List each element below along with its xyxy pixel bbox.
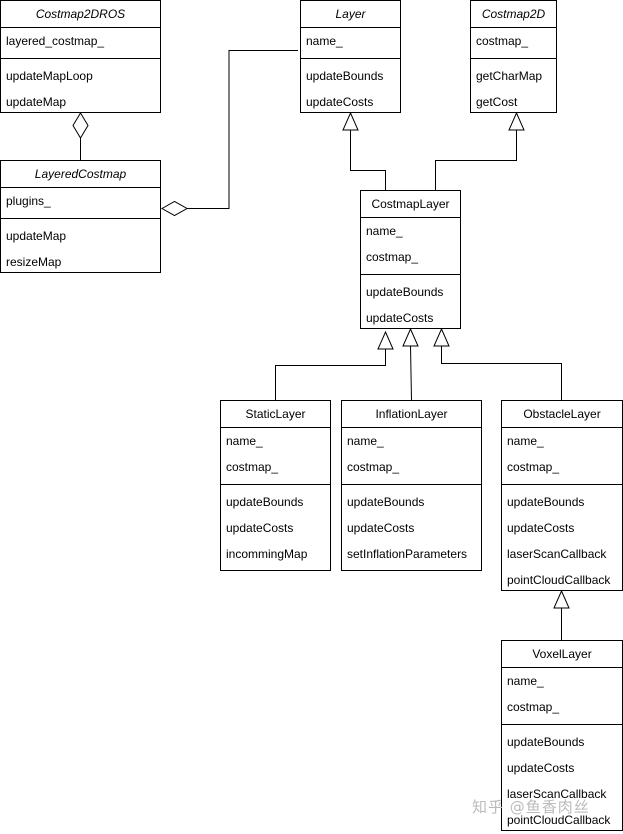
attribute: costmap_ xyxy=(347,460,400,474)
class-obstaclelayer: ObstacleLayer name_ costmap_ updateBound… xyxy=(501,400,623,591)
operation: getCharMap xyxy=(476,69,543,83)
attribute: name_ xyxy=(366,224,403,238)
operation: pointCloudCallback xyxy=(507,813,611,827)
operations-section: updateBounds updateCosts laserScanCallba… xyxy=(502,485,622,593)
operation: updateCosts xyxy=(366,311,434,325)
inheritance-arrow-layer xyxy=(342,111,359,131)
operation: getCost xyxy=(476,95,518,109)
operations-section: updateBounds updateCosts laserScanCallba… xyxy=(502,725,622,833)
class-title: InflationLayer xyxy=(342,401,481,428)
attributes-section: costmap_ xyxy=(471,28,556,59)
operations-section: updateBounds updateCosts incommingMap xyxy=(221,485,330,567)
attribute: name_ xyxy=(226,434,263,448)
class-staticlayer: StaticLayer name_ costmap_ updateBounds … xyxy=(220,400,331,571)
attributes-section: plugins_ xyxy=(1,188,160,219)
aggregation-line-layered-layer xyxy=(187,50,298,209)
attributes-section: layered_costmap_ xyxy=(1,28,160,59)
aggregation-diamond-layered xyxy=(160,200,189,217)
attributes-section: name_ costmap_ xyxy=(342,428,481,485)
class-title: ObstacleLayer xyxy=(502,401,622,428)
attribute: costmap_ xyxy=(476,34,529,48)
operation: laserScanCallback xyxy=(507,787,607,801)
attribute: name_ xyxy=(306,34,343,48)
operation: updateBounds xyxy=(507,735,585,749)
operations-section: updateMapLoop updateMap xyxy=(1,59,160,115)
operation: updateBounds xyxy=(347,495,425,509)
attributes-section: name_ costmap_ xyxy=(502,428,622,485)
inheritance-line-costmaplayer-layer xyxy=(350,130,386,190)
attribute: costmap_ xyxy=(366,250,419,264)
inheritance-arrow-inflation xyxy=(402,327,419,347)
operation: updateMap xyxy=(6,229,67,243)
inheritance-arrow-voxel xyxy=(553,589,570,609)
operation: updateBounds xyxy=(306,69,384,83)
attribute: name_ xyxy=(347,434,384,448)
class-title: CostmapLayer xyxy=(361,191,460,218)
inheritance-arrow-obstacle xyxy=(433,327,450,347)
class-title: LayeredCostmap xyxy=(1,161,160,188)
attribute: costmap_ xyxy=(507,460,560,474)
operation: updateMap xyxy=(6,95,67,109)
attributes-section: name_ xyxy=(301,28,400,59)
inheritance-line-obstacle xyxy=(441,346,562,400)
class-title: StaticLayer xyxy=(221,401,330,428)
attribute: plugins_ xyxy=(6,194,51,208)
attribute: name_ xyxy=(507,674,544,688)
aggregation-diamond-ros xyxy=(72,112,89,139)
attribute: costmap_ xyxy=(226,460,279,474)
class-title: VoxelLayer xyxy=(502,641,622,668)
operation: resizeMap xyxy=(6,255,62,269)
operation: incommingMap xyxy=(226,547,308,561)
operation: updateBounds xyxy=(507,495,585,509)
operations-section: updateBounds updateCosts xyxy=(361,275,460,331)
operations-section: updateBounds updateCosts setInflationPar… xyxy=(342,485,481,567)
operation: updateCosts xyxy=(347,521,415,535)
inheritance-line-inflation xyxy=(410,345,412,401)
inheritance-line-costmaplayer-costmap2d xyxy=(435,130,517,190)
operations-section: updateMap resizeMap xyxy=(1,219,160,275)
class-title: Layer xyxy=(301,1,400,28)
class-costmap2d: Costmap2D costmap_ getCharMap getCost xyxy=(470,0,557,113)
operation: setInflationParameters xyxy=(347,547,468,561)
attributes-section: name_ costmap_ xyxy=(361,218,460,275)
watermark: 知乎 @鱼香肉丝 xyxy=(472,798,590,816)
inheritance-arrow-costmap2d xyxy=(508,111,525,131)
class-costmap2dros: Costmap2DROS layered_costmap_ updateMapL… xyxy=(0,0,161,113)
inheritance-line-static xyxy=(275,349,386,400)
operation: updateCosts xyxy=(507,521,575,535)
operation: updateCosts xyxy=(226,521,294,535)
operation: updateMapLoop xyxy=(6,69,93,83)
inheritance-arrow-static xyxy=(377,330,394,350)
operation: updateBounds xyxy=(366,285,444,299)
class-layer: Layer name_ updateBounds updateCosts xyxy=(300,0,401,113)
attribute: costmap_ xyxy=(507,700,560,714)
operation: updateCosts xyxy=(306,95,374,109)
operations-section: updateBounds updateCosts xyxy=(301,59,400,115)
operation: updateBounds xyxy=(226,495,304,509)
class-title: Costmap2DROS xyxy=(1,1,160,28)
class-costmaplayer: CostmapLayer name_ costmap_ updateBounds… xyxy=(360,190,461,329)
operation: pointCloudCallback xyxy=(507,573,611,587)
attributes-section: name_ costmap_ xyxy=(221,428,330,485)
attribute: name_ xyxy=(507,434,544,448)
class-title: Costmap2D xyxy=(471,1,556,28)
operations-section: getCharMap getCost xyxy=(471,59,556,115)
operation: laserScanCallback xyxy=(507,547,607,561)
attribute: layered_costmap_ xyxy=(6,34,105,48)
attributes-section: name_ costmap_ xyxy=(502,668,622,725)
class-inflationlayer: InflationLayer name_ costmap_ updateBoun… xyxy=(341,400,482,571)
operation: updateCosts xyxy=(507,761,575,775)
class-layeredcostmap: LayeredCostmap plugins_ updateMap resize… xyxy=(0,160,161,273)
